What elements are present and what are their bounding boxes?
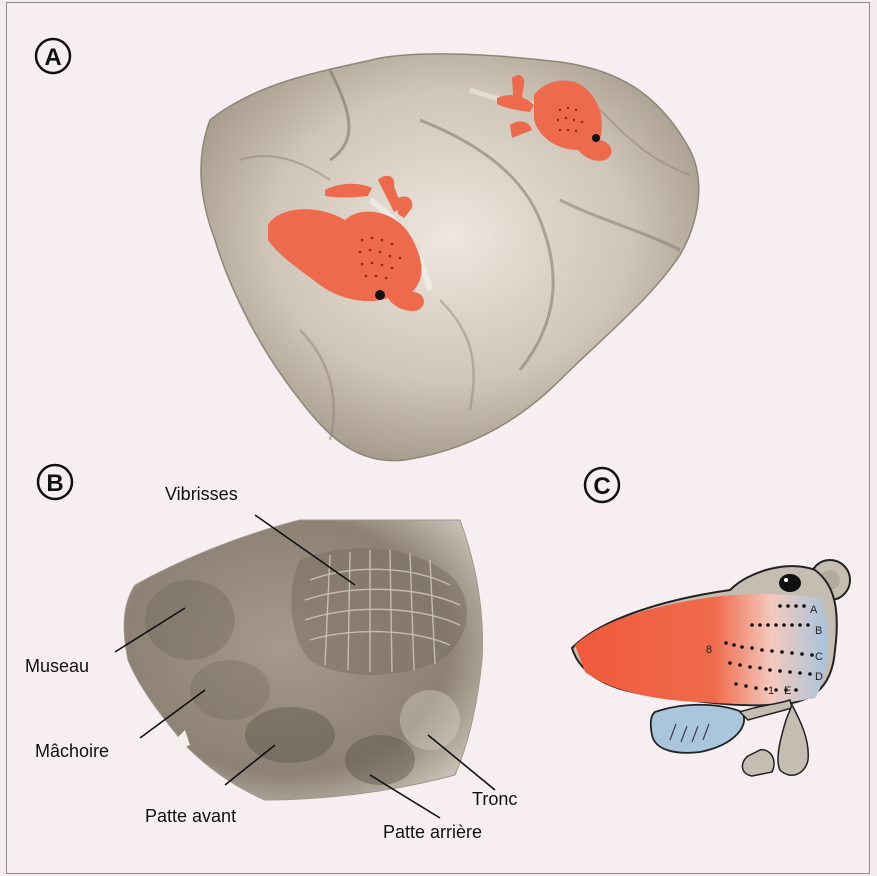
label-museau: Museau xyxy=(25,656,89,676)
whisker-row-a: A xyxy=(810,604,818,616)
panel-c-letter: C xyxy=(593,473,610,500)
whisker-row-c: C xyxy=(815,651,823,663)
panel-c: C xyxy=(572,468,850,776)
whisker-row-d: D xyxy=(815,671,823,683)
brain-3d-model xyxy=(201,54,699,461)
panel-b-letter: B xyxy=(46,470,63,497)
whisker-row-b: B xyxy=(815,625,822,637)
label-patte-arriere: Patte arrière xyxy=(383,822,482,842)
barrel-cortex-section xyxy=(124,520,482,800)
panel-b: B xyxy=(25,465,517,842)
whisker-row-e: E xyxy=(784,685,791,697)
panel-a-letter: A xyxy=(44,44,61,71)
label-vibrisses: Vibrisses xyxy=(165,484,238,504)
panel-a: A xyxy=(36,39,699,461)
whisker-arc-8: 8 xyxy=(706,644,712,656)
rat-head-schematic xyxy=(572,560,850,776)
label-tronc: Tronc xyxy=(472,789,517,809)
label-patte-avant: Patte avant xyxy=(145,806,236,826)
label-machoire: Mâchoire xyxy=(35,741,109,761)
whisker-arc-1: 1 xyxy=(768,685,774,697)
